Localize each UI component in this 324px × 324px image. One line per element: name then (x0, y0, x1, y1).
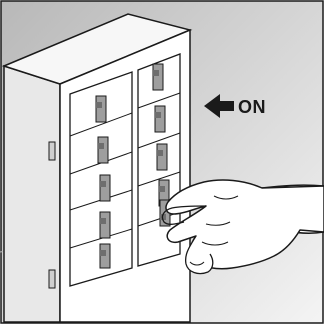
breaker-toggle[interactable] (98, 137, 108, 163)
breaker-toggle[interactable] (157, 144, 167, 170)
breaker-toggle[interactable] (153, 64, 163, 90)
hinge-lower (49, 270, 55, 288)
breaker-toggle[interactable] (96, 96, 106, 122)
breaker-toggle[interactable] (155, 106, 165, 132)
breaker-toggle[interactable] (100, 244, 110, 268)
on-callout-label: ON (238, 97, 266, 117)
hinge-upper (49, 142, 55, 160)
breaker-toggle[interactable] (100, 212, 110, 238)
breaker-toggle[interactable] (100, 175, 110, 201)
